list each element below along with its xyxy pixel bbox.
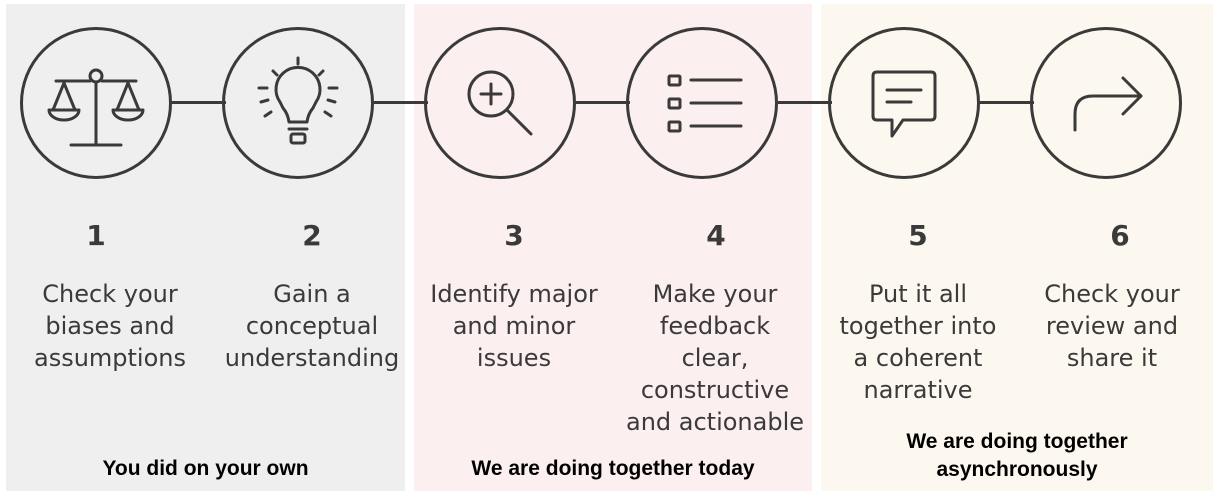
step-number-2: 2 <box>302 219 322 252</box>
connector-line <box>576 101 630 104</box>
connector-line <box>170 101 226 104</box>
step-number-3: 3 <box>504 219 524 252</box>
step-description-3: Identify major and minor issues <box>430 280 598 372</box>
step-description-4: Make your feedback clear, constructive a… <box>625 280 805 436</box>
step-description-2: Gain a conceptual understanding <box>224 280 400 372</box>
step-number-5: 5 <box>908 219 928 252</box>
step-number-6: 6 <box>1110 219 1130 252</box>
connector-line <box>980 101 1034 104</box>
step-circle-1 <box>20 27 172 179</box>
balance-scale-icon <box>47 68 145 147</box>
share-arrow-icon <box>1073 76 1143 132</box>
connector-line <box>778 101 832 104</box>
step-description-5: Put it all together into a coherent narr… <box>839 280 997 404</box>
connector-line <box>374 101 428 104</box>
step-number-1: 1 <box>86 219 106 252</box>
step-circle-3 <box>424 27 576 179</box>
phase-label-async: We are doing together asynchronously <box>906 430 1128 481</box>
step-number-4: 4 <box>706 219 726 252</box>
step-circle-4 <box>626 27 778 179</box>
lightbulb-icon <box>257 56 339 145</box>
speech-bubble-icon <box>871 70 937 138</box>
step-description-1: Check your biases and assumptions <box>33 280 186 372</box>
step-circle-5 <box>828 27 980 179</box>
magnify-plus-icon <box>467 70 533 136</box>
step-circle-2 <box>222 27 374 179</box>
step-circle-6 <box>1030 27 1182 179</box>
phase-label-own: You did on your own <box>102 457 309 480</box>
phase-label-together-today: We are doing together today <box>471 457 755 480</box>
step-description-6: Check your review and share it <box>1044 280 1180 372</box>
checklist-icon <box>667 74 743 133</box>
